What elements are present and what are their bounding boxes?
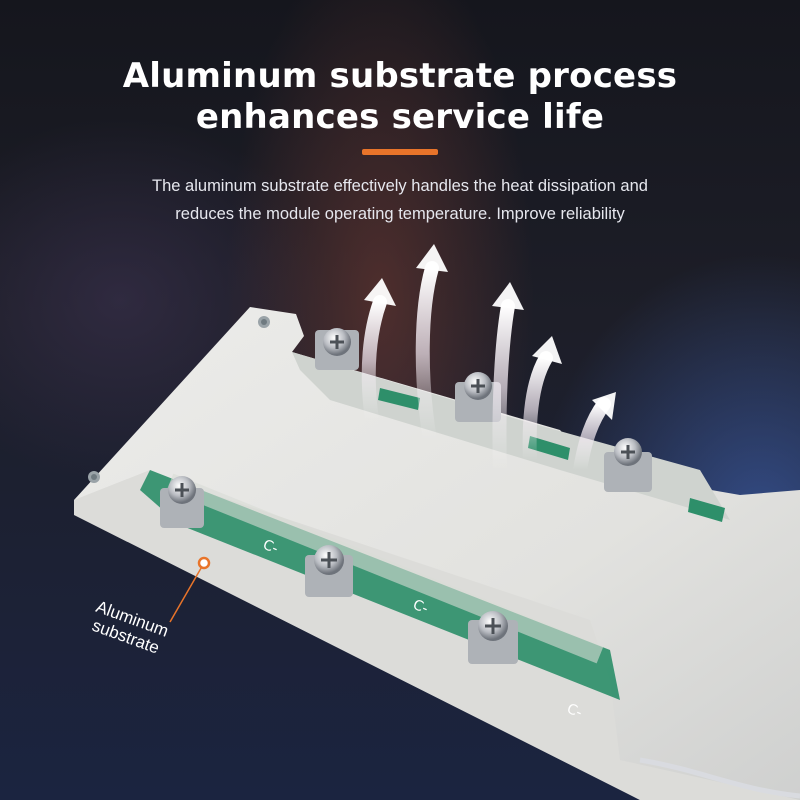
screw-terminal-icon bbox=[315, 328, 359, 370]
up-arrow-icon bbox=[415, 244, 448, 447]
description-line-1: The aluminum substrate effectively handl… bbox=[152, 177, 648, 195]
up-arrow-icon bbox=[573, 392, 616, 477]
board-label: C- bbox=[261, 537, 281, 557]
screw-terminal-icon bbox=[455, 372, 501, 422]
up-arrow-icon bbox=[361, 278, 396, 427]
cable bbox=[639, 757, 800, 799]
description-line-2: reduces the module operating temperature… bbox=[175, 205, 625, 223]
up-arrow-icon bbox=[492, 282, 524, 477]
screw-terminal-icon bbox=[160, 476, 204, 528]
board-label: C- bbox=[565, 701, 585, 721]
title-line-1: Aluminum substrate process bbox=[122, 56, 678, 96]
title-line-2: enhances service life bbox=[195, 97, 605, 137]
callout-leader-line bbox=[169, 562, 205, 623]
description-text: The aluminum substrate effectively handl… bbox=[0, 172, 800, 228]
screw-terminal-icon bbox=[468, 611, 518, 664]
aluminum-plate-back bbox=[74, 307, 800, 800]
board-label: C- bbox=[411, 597, 431, 617]
up-arrow-icon bbox=[522, 336, 562, 467]
screw-terminal-icon bbox=[305, 545, 353, 597]
accent-divider bbox=[362, 149, 438, 155]
page-title: Aluminum substrate process enhances serv… bbox=[0, 56, 800, 138]
callout-dot-icon bbox=[197, 556, 211, 570]
screw-terminal-icon bbox=[604, 438, 652, 492]
